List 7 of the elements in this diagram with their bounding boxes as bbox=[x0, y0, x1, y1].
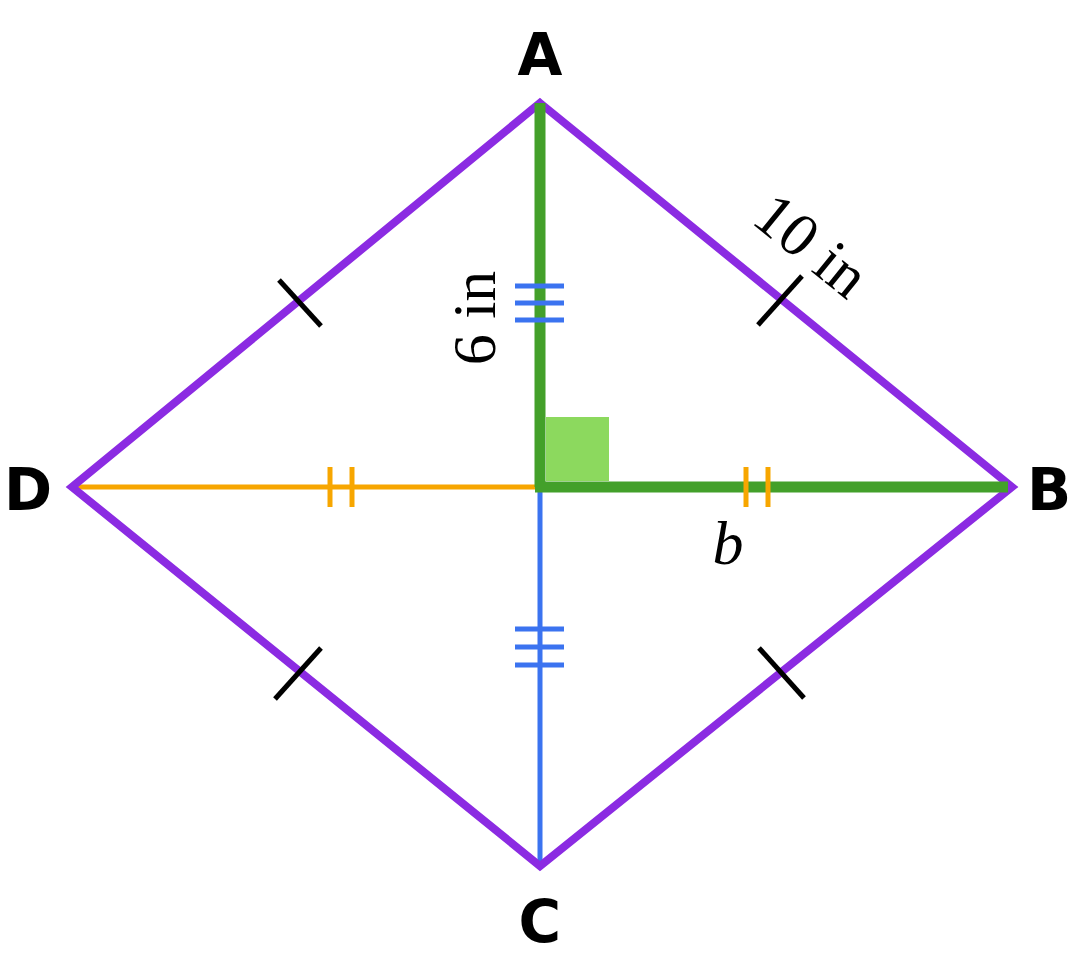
variable-label: b bbox=[712, 512, 744, 574]
vertex-label: C bbox=[518, 893, 562, 951]
vertex-label: D bbox=[4, 461, 53, 519]
vertex-label: A bbox=[517, 26, 563, 84]
vertex-label: B bbox=[1027, 461, 1072, 519]
length-label: 6 in bbox=[442, 270, 505, 366]
length-label: 10 in bbox=[743, 181, 881, 309]
